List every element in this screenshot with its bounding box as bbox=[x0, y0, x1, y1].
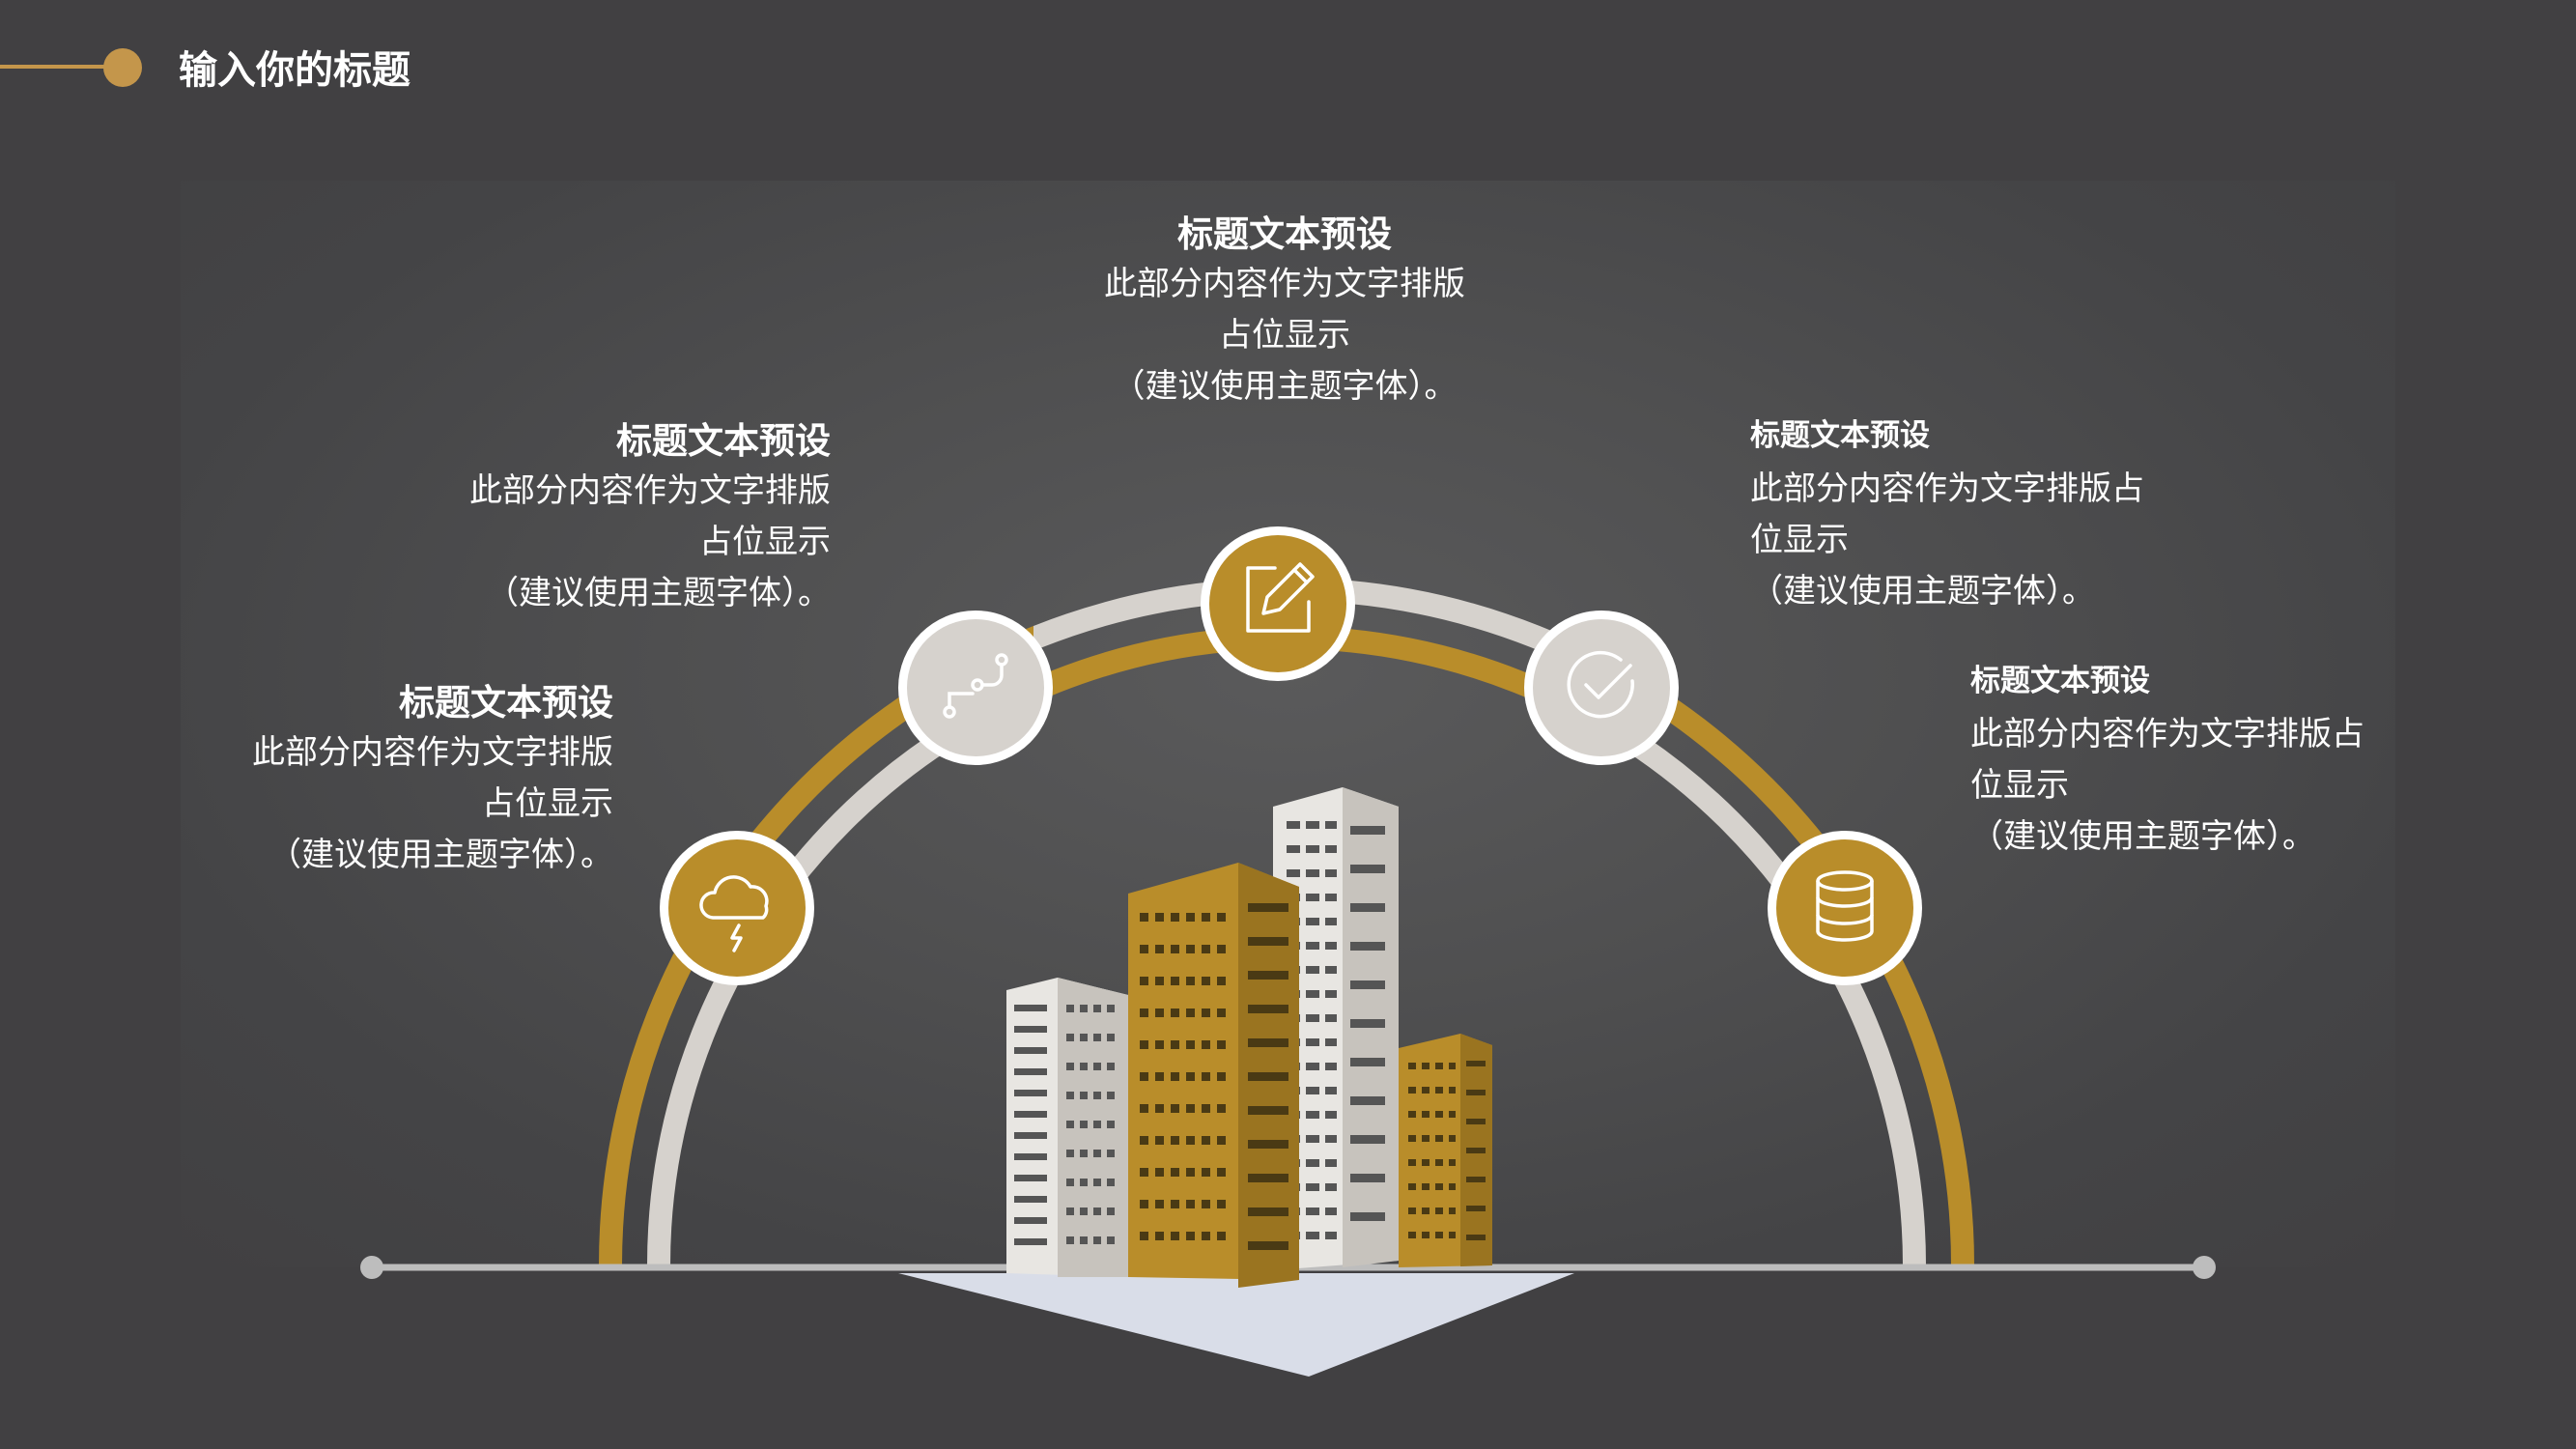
header-accent-line bbox=[0, 65, 108, 69]
database-icon bbox=[1816, 870, 1874, 942]
block-title: 标题文本预设 bbox=[1970, 664, 2150, 698]
node-edit[interactable] bbox=[1201, 526, 1355, 681]
block-title: 标题文本预设 bbox=[1750, 418, 1930, 453]
building-main-gold bbox=[1128, 863, 1299, 1288]
page-title: 输入你的标题 bbox=[179, 48, 410, 93]
block-line: 位显示 bbox=[1750, 521, 1849, 559]
block-line: （建议使用主题字体）。 bbox=[1112, 367, 1458, 406]
block-line: 此部分内容作为文字排版 bbox=[469, 471, 831, 510]
check-circle-icon bbox=[1567, 650, 1634, 719]
building-tall-white bbox=[1273, 787, 1399, 1270]
block-line: 此部分内容作为文字排版占 bbox=[1750, 469, 2144, 508]
edit-pencil-icon bbox=[1246, 562, 1315, 633]
header-accent-dot bbox=[103, 48, 142, 87]
block-line: 此部分内容作为文字排版占 bbox=[1970, 715, 2364, 753]
block-line: 占位显示 bbox=[699, 523, 831, 561]
building-small-gold bbox=[1399, 1034, 1492, 1267]
text-block-5: 标题文本预设 此部分内容作为文字排版占 位显示 （建议使用主题字体）。 bbox=[1970, 659, 2434, 863]
text-block-3: 标题文本预设 此部分内容作为文字排版 占位显示 （建议使用主题字体）。 bbox=[1043, 211, 1526, 412]
ground-line-left-end bbox=[360, 1256, 383, 1279]
block-title: 标题文本预设 bbox=[616, 420, 831, 462]
block-line: 占位显示 bbox=[1219, 316, 1350, 355]
block-line: （建议使用主题字体）。 bbox=[269, 836, 613, 874]
cloud-storm-icon bbox=[699, 875, 769, 952]
node-database[interactable] bbox=[1768, 831, 1922, 985]
ground-line-right-end bbox=[2193, 1256, 2216, 1279]
node-check[interactable] bbox=[1524, 611, 1679, 765]
text-block-1: 标题文本预设 此部分内容作为文字排版 占位显示 （建议使用主题字体）。 bbox=[193, 679, 613, 881]
node-cloud[interactable] bbox=[660, 831, 814, 985]
route-nodes-icon bbox=[943, 653, 1008, 719]
block-line: （建议使用主题字体）。 bbox=[1970, 817, 2315, 856]
block-title: 标题文本预设 bbox=[399, 682, 613, 724]
block-title: 标题文本预设 bbox=[1177, 213, 1392, 255]
block-line: （建议使用主题字体）。 bbox=[486, 574, 831, 612]
building-short-white bbox=[1006, 978, 1128, 1277]
block-line: 位显示 bbox=[1970, 766, 2069, 805]
node-route[interactable] bbox=[898, 611, 1053, 765]
block-line: 此部分内容作为文字排版 bbox=[1104, 265, 1465, 303]
block-line: （建议使用主题字体）。 bbox=[1750, 572, 2095, 611]
text-block-2: 标题文本预设 此部分内容作为文字排版 占位显示 （建议使用主题字体）。 bbox=[406, 417, 831, 619]
block-line: 占位显示 bbox=[482, 784, 613, 823]
block-line: 此部分内容作为文字排版 bbox=[252, 733, 613, 772]
ground-shadow bbox=[898, 1273, 1574, 1377]
text-block-4: 标题文本预设 此部分内容作为文字排版占 位显示 （建议使用主题字体）。 bbox=[1750, 413, 2214, 617]
